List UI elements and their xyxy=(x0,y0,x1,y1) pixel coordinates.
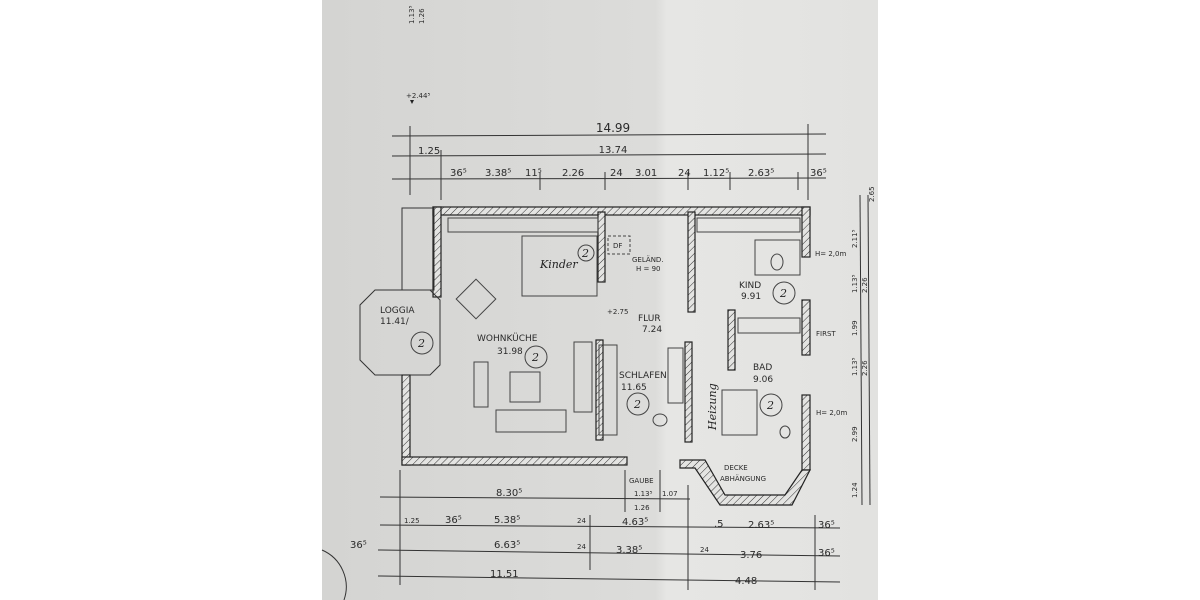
room-schlafen-name: SCHLAFEN xyxy=(619,371,667,381)
room-gelaender-height: H = 90 xyxy=(636,265,661,273)
dim-top: 36⁵ xyxy=(810,168,827,179)
dim-bottom: 5.38⁵ xyxy=(494,515,520,526)
df-label: DF xyxy=(613,242,622,250)
dim-top-left-b: 1.26 xyxy=(418,8,426,24)
dim-right: 2.99 xyxy=(851,426,859,442)
dim-bottom: 4.63⁵ xyxy=(622,517,648,528)
circle-mark: 2 xyxy=(417,337,425,350)
dim-bottom: 24 xyxy=(577,543,586,551)
dim-inner-width: 13.74 xyxy=(599,145,628,156)
dim-bottom: 6.63⁵ xyxy=(494,540,520,551)
circle-mark: 2 xyxy=(633,398,641,411)
room-kind-name: KIND xyxy=(739,281,761,291)
dim-bottom: 11.51 xyxy=(490,569,519,580)
label-gaube: GAUBE xyxy=(629,477,654,485)
dim-top: 24 xyxy=(610,168,623,179)
dim-top: 24 xyxy=(678,168,691,179)
label-first: FIRST xyxy=(816,330,836,338)
circle-mark: 2 xyxy=(581,247,589,260)
dim-right: 2.65 xyxy=(868,186,876,202)
label-decke: DECKE xyxy=(724,464,748,472)
dim-bottom: 8.30⁵ xyxy=(496,488,522,499)
room-flur-name: FLUR xyxy=(638,314,661,324)
dim-bottom: 36⁵ xyxy=(818,520,835,531)
room-bad-area: 9.06 xyxy=(753,375,773,385)
dim-bottom: 24 xyxy=(577,517,586,525)
label-abhaengung: ABHÄNGUNG xyxy=(720,474,766,483)
dim-right: 2.11⁵ xyxy=(851,229,859,248)
dim-top: 36⁵ xyxy=(450,168,467,179)
dim-right: 1.13⁵ xyxy=(851,274,859,293)
room-bad-name: BAD xyxy=(753,363,772,373)
dim-bottom: 3.76 xyxy=(740,550,762,561)
dim-right: 1.13⁵ xyxy=(851,357,859,376)
dim-top-left-a: 1.13⁵ xyxy=(408,5,416,24)
stamp-edge xyxy=(321,549,347,600)
label-height-2: H= 2,0m xyxy=(816,409,847,417)
circle-mark: 2 xyxy=(766,399,774,412)
dim-top: 2.26 xyxy=(562,168,584,179)
dim-top: 11⁵ xyxy=(525,168,542,179)
dim-bottom: 4.48 xyxy=(735,576,757,587)
dim-right: 1.24 xyxy=(851,482,859,498)
top-dimensions: 14.99 13.74 1.25 36⁵ 3.38⁵ 11⁵ 2.26 24 3… xyxy=(391,121,827,200)
dim-bottom: 1.26 xyxy=(634,504,650,512)
room-loggia-area: 11.41/ xyxy=(380,317,410,327)
room-labels: LOGGIA 11.41/ WOHNKÜCHE 31.98 GELÄND. H … xyxy=(380,242,847,483)
right-dimensions: 2.65 2.11⁵ 1.13⁵ 2.26 1.99 1.13⁵ 2.26 2.… xyxy=(851,186,876,506)
dim-top: 2.63⁵ xyxy=(748,168,774,179)
level-arrow-icon xyxy=(410,100,414,104)
dim-bottom: .5 xyxy=(714,519,724,530)
dim-top: 3.38⁵ xyxy=(485,168,511,179)
handwritten-heizung: Heizung xyxy=(706,383,719,431)
room-wohnkueche-name: WOHNKÜCHE xyxy=(477,333,538,344)
label-height-1: H= 2,0m xyxy=(815,250,846,258)
dim-top: 1.12⁵ xyxy=(703,168,729,179)
bottom-dimensions: GAUBE 8.30⁵ 1.13⁵ 1.07 1.26 1.25 36⁵ 5.3… xyxy=(350,470,841,590)
dim-bottom: 1.07 xyxy=(662,490,678,498)
dim-bottom: 36⁵ xyxy=(445,515,462,526)
circle-mark: 2 xyxy=(779,287,787,300)
flur-level: +2.75 xyxy=(607,308,628,316)
furniture xyxy=(447,217,801,439)
room-loggia-name: LOGGIA xyxy=(380,306,415,316)
circle-mark: 2 xyxy=(531,351,539,364)
dim-total-width: 14.99 xyxy=(596,121,630,135)
dim-bottom: 1.25 xyxy=(404,517,420,525)
dim-left: 1.25 xyxy=(418,146,440,157)
room-gelaender-name: GELÄND. xyxy=(632,255,664,264)
dim-bottom: 1.13⁵ xyxy=(634,490,653,498)
dim-bottom: 2.63⁵ xyxy=(748,520,774,531)
room-wohnkueche-area: 31.98 xyxy=(497,347,523,357)
room-kind-area: 9.91 xyxy=(741,292,761,302)
dim-top: 3.01 xyxy=(635,168,657,179)
room-schlafen-area: 11.65 xyxy=(621,383,647,393)
dim-right: 2.26 xyxy=(861,277,869,293)
level-marker: +2.44⁵ xyxy=(406,92,430,100)
dim-bottom: 36⁵ xyxy=(350,540,367,551)
dim-bottom: 36⁵ xyxy=(818,548,835,559)
room-flur-area: 7.24 xyxy=(642,325,662,335)
dim-right: 1.99 xyxy=(851,320,859,336)
dim-bottom: 3.38⁵ xyxy=(616,545,642,556)
dim-right: 2.26 xyxy=(861,360,869,376)
handwritten-kinder: Kinder xyxy=(539,258,578,271)
circled-marks: 2 2 2 2 2 2 xyxy=(410,244,796,417)
dim-bottom: 24 xyxy=(700,546,709,554)
